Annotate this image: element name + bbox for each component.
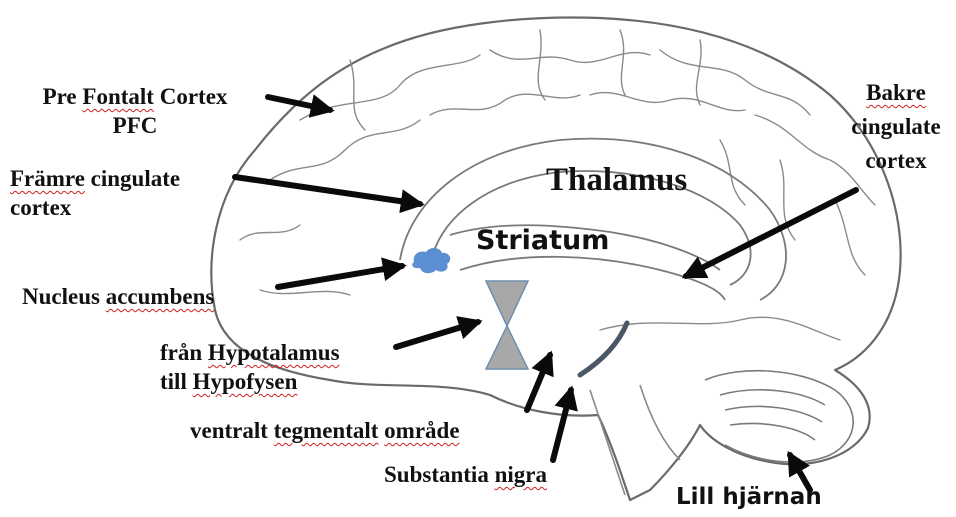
arrow-nucleus-accumbens xyxy=(278,266,402,287)
hypothalamus-pituitary-hourglass xyxy=(486,281,528,369)
label-pfc: Pre Fontalt Cortex PFC xyxy=(20,82,250,140)
label-posterior-cingulate-line3: cortex xyxy=(840,146,952,175)
label-substantia-nigra-wavy: nigra xyxy=(495,462,547,487)
label-pfc-pre: Pre xyxy=(43,84,83,109)
nucleus-accumbens-shape xyxy=(412,248,450,273)
arrow-anterior-cingulate xyxy=(235,177,420,204)
label-anterior-cingulate-wavy: Främre xyxy=(10,166,85,191)
label-vta: ventralt tegmentalt område xyxy=(190,416,460,445)
label-posterior-cingulate: Bakre cingulate cortex xyxy=(840,78,952,175)
label-substantia-nigra-pre: Substantia xyxy=(384,462,495,487)
brainstem xyxy=(590,385,680,495)
label-nucleus-accumbens-pre: Nucleus xyxy=(22,284,106,309)
label-hypophysis-wavy: Hypofysen xyxy=(193,369,298,394)
label-striatum: Striatum xyxy=(476,224,609,258)
arrow-posterior-cingulate xyxy=(686,190,856,276)
label-pfc-wavy: Fontalt xyxy=(82,84,154,109)
arrow-substantia-nigra xyxy=(553,390,571,460)
label-pfc-post: Cortex xyxy=(154,84,227,109)
label-nucleus-accumbens-wavy: accumbens xyxy=(106,284,215,309)
label-cerebellum: Lill hjärnan xyxy=(676,482,822,512)
label-posterior-cingulate-line1: Bakre xyxy=(840,78,952,107)
arrow-pfc xyxy=(268,97,330,110)
label-vta-pre: ventralt xyxy=(190,418,274,443)
label-anterior-cingulate-line2: cortex xyxy=(10,193,180,222)
label-vta-wavy2: område xyxy=(384,418,459,443)
substantia-nigra-shape xyxy=(580,323,627,375)
arrow-vta xyxy=(527,355,550,410)
label-posterior-cingulate-line2: cingulate xyxy=(840,112,952,141)
label-pfc-abbrev: PFC xyxy=(20,111,250,140)
label-hypothalamus: från Hypotalamus till Hypofysen xyxy=(160,338,340,396)
label-anterior-cingulate-post: cingulate xyxy=(85,166,180,191)
label-substantia-nigra: Substantia nigra xyxy=(384,460,547,489)
label-hypophysis-pre: till xyxy=(160,369,193,394)
label-vta-wavy1: tegmentalt xyxy=(274,418,379,443)
label-thalamus: Thalamus xyxy=(546,160,687,200)
label-anterior-cingulate: Främre cingulate cortex xyxy=(10,164,180,222)
arrow-hypothalamus xyxy=(396,322,478,347)
label-nucleus-accumbens: Nucleus accumbens xyxy=(22,282,214,311)
label-hypothalamus-pre: från xyxy=(160,340,208,365)
label-hypothalamus-wavy: Hypotalamus xyxy=(208,340,340,365)
